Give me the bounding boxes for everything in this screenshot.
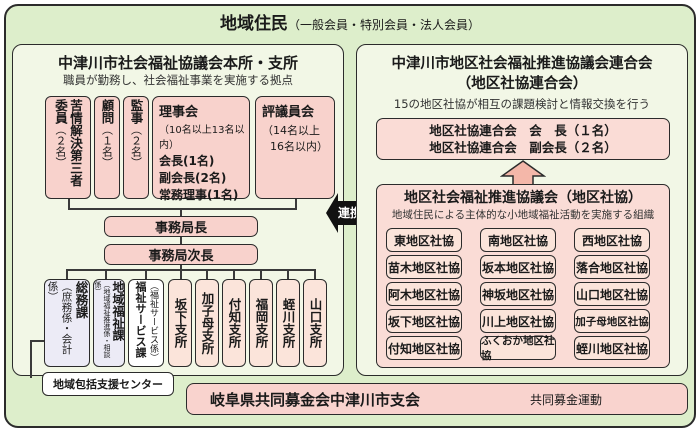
board-vice-chair: 副会長(2名) xyxy=(159,171,227,185)
board-title: 理事会 xyxy=(159,105,199,120)
auditor-count: （２名） xyxy=(129,123,143,168)
link-label: 連携 xyxy=(337,206,362,220)
branch-hirukawa: 蛭川支所 xyxy=(276,279,300,367)
support-center-label: 地域包括支援センター xyxy=(53,378,163,391)
welfare-service-sub: （福祉サービス係） xyxy=(148,281,158,362)
advisor-label: 顧問 xyxy=(99,98,115,124)
board-box: 理事会 （10名以上13名以内） 会長(1名) 副会長(2名) 常務理事(1名) xyxy=(152,96,250,202)
district-council-subtitle: 地域住民による主体的な小地域福祉活動を実施する組織 xyxy=(391,209,655,221)
district-item: 南地区社協 xyxy=(480,228,556,252)
district-item: 加子母地区社協 xyxy=(574,309,650,333)
general-affairs-sub: （庶務係・会計係） xyxy=(46,281,73,355)
district-item: ふくおか地区社協 xyxy=(480,335,556,362)
district-item: 坂下地区社協 xyxy=(386,309,462,333)
welfare-service-box: 福祉サービス課 （福祉サービス係） xyxy=(128,279,164,367)
general-affairs-label: 総務課 xyxy=(73,281,89,319)
connector xyxy=(287,269,289,279)
federation-title: 中津川市地区社会福祉推進協議会連合会 xyxy=(391,56,653,72)
support-center-box: 地域包括支援センター xyxy=(42,372,174,396)
branch-yamaguchi-label: 山口支所 xyxy=(307,298,323,348)
council-size-1: （14名以上 xyxy=(262,124,320,137)
up-arrow-icon xyxy=(500,160,546,186)
connector xyxy=(30,340,44,342)
connector xyxy=(314,269,316,279)
advisor-count: （１名） xyxy=(100,123,114,168)
branch-hirukawa-label: 蛭川支所 xyxy=(280,298,296,348)
branch-fukuoka: 福岡支所 xyxy=(249,279,273,367)
community-welfare-label: 地域福祉課 xyxy=(111,281,125,341)
deputy-director-box: 事務局次長 xyxy=(104,244,258,265)
connector xyxy=(206,269,208,279)
council-size-2: 16名以内） xyxy=(270,140,328,153)
connector xyxy=(145,269,147,279)
connector xyxy=(260,269,262,279)
connector xyxy=(66,269,68,279)
branch-tsukechi: 付知支所 xyxy=(222,279,246,367)
deputy-director-label: 事務局次長 xyxy=(148,249,214,264)
federation-title-sub: （地区社協連合会） xyxy=(456,76,588,92)
district-item: 神坂地区社協 xyxy=(480,282,556,306)
header: 地域住民（一般会員・特別会員・法人会員） xyxy=(0,9,700,34)
branch-kashimo: 加子母支所 xyxy=(195,279,219,367)
branch-tsukechi-label: 付知支所 xyxy=(226,298,242,348)
district-item: 付知地区社協 xyxy=(386,336,462,360)
district-item: 蛭川地区社協 xyxy=(574,336,650,360)
advisor-box: 顧問（１名） xyxy=(94,96,120,199)
connector xyxy=(180,264,182,270)
connector xyxy=(180,236,182,244)
complaint-committee-label: 苦情解決第三者委員 xyxy=(53,98,83,187)
district-item: 東地区社協 xyxy=(386,228,462,252)
headquarters-title: 中津川市社会福祉協議会本所・支所 xyxy=(57,54,298,72)
federation-officers-box: 地区社協連合会 会 長（１名） 地区社協連合会 副会長（２名） xyxy=(376,118,670,160)
connector xyxy=(180,208,182,216)
complaint-committee-box: 苦情解決第三者委員（２名） xyxy=(45,96,91,199)
council-box: 評議員会 （14名以上 16名以内） xyxy=(255,96,335,199)
federation-vice-chair: 地区社協連合会 副会長（２名） xyxy=(429,140,617,155)
community-chest-title: 岐阜県共同募金会中津川市支会 xyxy=(210,391,421,409)
district-item: 阿木地区社協 xyxy=(386,282,462,306)
branch-kashimo-label: 加子母支所 xyxy=(199,291,215,355)
council-title: 評議員会 xyxy=(262,105,315,120)
welfare-service-label: 福祉サービス課 xyxy=(134,281,147,358)
board-chair: 会長(1名) xyxy=(159,154,215,168)
connector xyxy=(68,199,70,209)
board-size: （10名以上13名以内） xyxy=(159,125,245,151)
general-affairs-box: （庶務係・会計係） 総務課 xyxy=(44,279,90,367)
branch-fukuoka-label: 福岡支所 xyxy=(253,298,269,348)
board-executive: 常務理事(1名) xyxy=(159,188,239,202)
connector xyxy=(68,208,297,210)
connector xyxy=(66,269,316,271)
branch-sakashita: 坂下支所 xyxy=(168,279,192,367)
community-welfare-box: （地域福祉推進係・相談係） 地域福祉課 xyxy=(93,279,125,367)
federation-chair: 地区社協連合会 会 長（１名） xyxy=(429,123,617,138)
district-item: 西地区社協 xyxy=(574,228,650,252)
connector xyxy=(105,269,107,279)
director-box: 事務局長 xyxy=(104,216,258,237)
district-item: 山口地区社協 xyxy=(574,282,650,306)
header-subtitle: （一般会員・特別会員・法人会員） xyxy=(287,18,480,32)
connector xyxy=(233,269,235,279)
branch-sakashita-label: 坂下支所 xyxy=(172,298,188,348)
branch-yamaguchi: 山口支所 xyxy=(303,279,327,367)
district-item: 坂本地区社協 xyxy=(480,255,556,279)
auditor-label: 監事 xyxy=(128,98,144,124)
headquarters-subtitle: 職員が勤務し、社会福祉事業を実施する拠点 xyxy=(63,73,293,87)
connector xyxy=(30,340,32,378)
district-item: 苗木地区社協 xyxy=(386,255,462,279)
connector xyxy=(295,199,297,209)
community-welfare-sub: （地域福祉推進係・相談係） xyxy=(94,281,111,358)
header-title: 地域住民 xyxy=(219,14,288,34)
district-item: 川上地区社協 xyxy=(480,309,556,333)
district-item: 落合地区社協 xyxy=(574,255,650,279)
director-label: 事務局長 xyxy=(154,221,207,236)
connector xyxy=(180,269,182,279)
community-chest-label: 共同募金運動 xyxy=(530,393,603,407)
community-chest-box xyxy=(186,383,688,415)
district-council-title: 地区社会福祉推進協議会（地区社協） xyxy=(404,190,642,206)
complaint-committee-count: （２名） xyxy=(54,123,67,168)
auditor-box: 監事（２名） xyxy=(123,96,149,199)
federation-subtitle: 15の地区社協が相互の課題検討と情報交換を行う xyxy=(393,97,651,111)
